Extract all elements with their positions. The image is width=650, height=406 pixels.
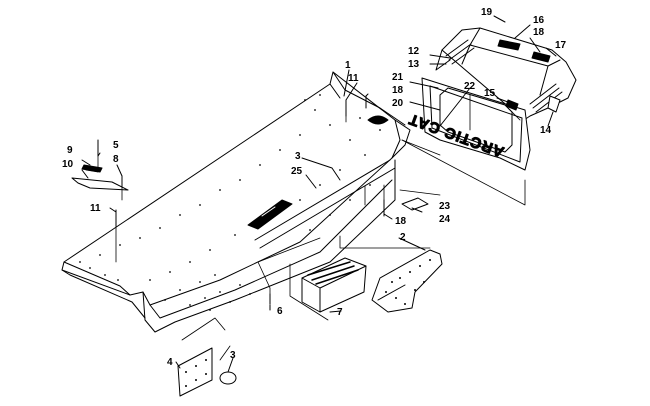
callout-12: 12	[408, 46, 420, 57]
washer-part	[219, 371, 237, 385]
callout-14: 14	[540, 125, 552, 136]
callout-20: 20	[392, 98, 404, 109]
callout-labels: 1 11 18 20 21 22 12 13 19 16 18 17 15 14…	[62, 7, 567, 368]
rubber-strip-part	[81, 164, 103, 173]
decal-part	[247, 199, 293, 230]
plate-holes	[185, 359, 207, 387]
backing-plate-part	[177, 347, 213, 397]
rear-bumper-part	[435, 27, 577, 121]
callout-4: 4	[167, 357, 173, 368]
callout-13: 13	[408, 59, 420, 70]
mount-bracket-part	[71, 177, 129, 191]
bracket-part	[371, 249, 443, 313]
callout-8: 8	[113, 154, 119, 165]
callout-9: 9	[67, 145, 73, 156]
bracket-rivet-pattern	[385, 259, 431, 305]
callout-1: 1	[345, 60, 351, 71]
grab-handle-opening	[367, 115, 389, 125]
callout-16: 16	[533, 15, 545, 26]
callout-7: 7	[337, 307, 343, 318]
leader-lines	[81, 15, 557, 373]
callout-24: 24	[439, 214, 451, 225]
callout-2: 2	[400, 232, 406, 243]
callout-22: 22	[464, 81, 476, 92]
end-cap-part	[547, 95, 561, 113]
footrest-part	[301, 257, 367, 313]
callout-11a: 11	[348, 73, 359, 84]
assembly-lines	[85, 94, 526, 361]
spacer-block-part	[401, 197, 429, 211]
callout-11b: 11	[90, 203, 101, 214]
callout-3b: 3	[230, 350, 236, 361]
deck-rivet-pattern	[79, 94, 381, 311]
callout-23: 23	[439, 201, 451, 212]
tunnel-cover-part	[61, 71, 411, 333]
callout-15: 15	[484, 88, 496, 99]
callout-17: 17	[555, 40, 567, 51]
callout-25: 25	[291, 166, 303, 177]
callout-10: 10	[62, 159, 74, 170]
snow-flap-part	[421, 77, 531, 171]
callout-6: 6	[277, 306, 283, 317]
callout-3a: 3	[295, 151, 301, 162]
callout-5: 5	[113, 140, 119, 151]
callout-18a: 18	[392, 85, 404, 96]
callout-21: 21	[392, 72, 404, 83]
clip-part	[505, 99, 519, 111]
callout-18b: 18	[533, 27, 545, 38]
callout-18c: 18	[395, 216, 407, 227]
callout-19: 19	[481, 7, 493, 18]
